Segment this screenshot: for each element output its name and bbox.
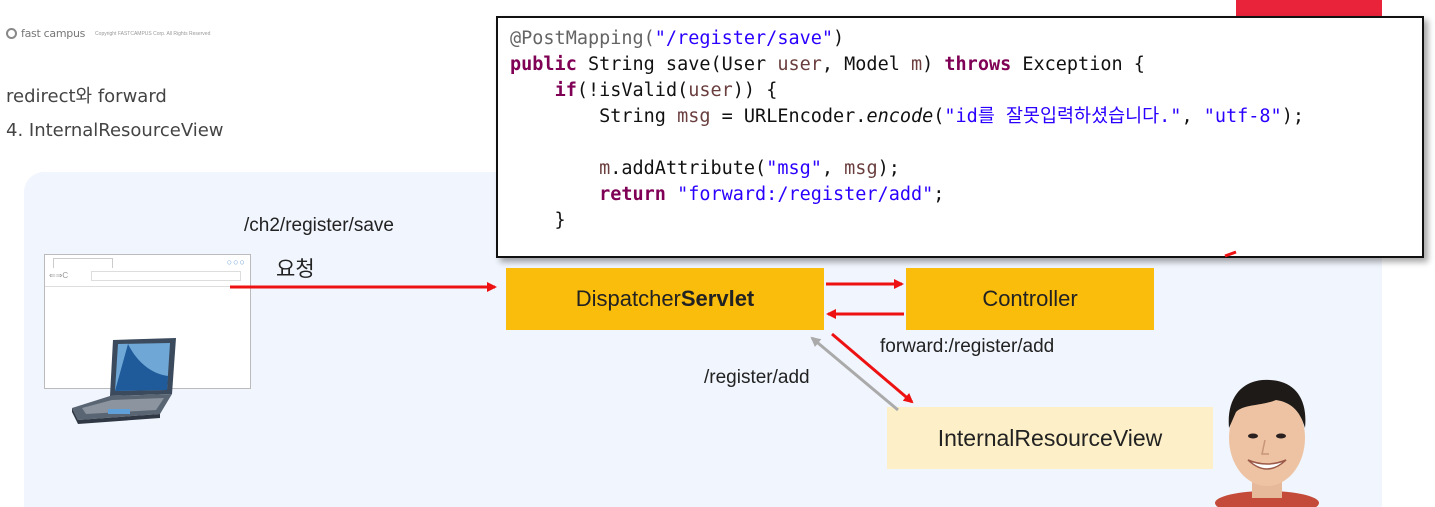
window-controls-icon: ○○○: [226, 257, 246, 267]
internal-resource-view-box: InternalResourceView: [887, 407, 1213, 469]
code-line-1: @PostMapping("/register/save"): [510, 28, 845, 49]
presenter-avatar: [1215, 379, 1319, 507]
register-add-label: /register/add: [704, 367, 810, 388]
logo-text: fast campus: [21, 27, 86, 40]
code-line-2: public String save(User user, Model m) t…: [510, 54, 1145, 75]
code-line-6: m.addAttribute("msg", msg);: [599, 158, 900, 179]
controller-label: Controller: [982, 286, 1078, 311]
browser-address-bar: [91, 271, 241, 281]
request-label: 요청: [276, 257, 315, 281]
browser-nav-icons: ⇐⇒C: [49, 271, 69, 280]
copyright-text: Copyright FASTCAMPUS Corp. All Rights Re…: [95, 30, 211, 37]
irv-label: InternalResourceView: [937, 424, 1163, 451]
slide-subtitle: 4. InternalResourceView: [6, 120, 224, 141]
request-url-label: /ch2/register/save: [244, 215, 394, 236]
logo-icon: [6, 28, 17, 39]
accent-tab: [1236, 0, 1382, 17]
code-line-3: if(!isValid(user)) {: [554, 80, 778, 101]
laptop-icon: [72, 338, 176, 424]
controller-box: Controller: [906, 268, 1154, 330]
dispatcher-bold: Servlet: [680, 286, 755, 311]
code-line-5: [510, 130, 1422, 156]
browser-tab: [53, 258, 113, 268]
code-snippet: @PostMapping("/register/save") public St…: [496, 16, 1424, 258]
forward-label: forward:/register/add: [880, 336, 1055, 357]
fastcampus-logo: fast campus Copyright FASTCAMPUS Corp. A…: [6, 27, 210, 40]
code-line-7: return "forward:/register/add";: [599, 184, 945, 205]
code-line-4: String msg = URLEncoder.encode("id를 잘못입력…: [510, 106, 1304, 127]
code-line-8: }: [510, 210, 566, 231]
slide-title: redirect와 forward: [6, 86, 167, 107]
dispatcher-prefix: Dispatcher: [575, 286, 681, 311]
browser-toolbar: ○○○ ⇐⇒C: [45, 255, 250, 287]
